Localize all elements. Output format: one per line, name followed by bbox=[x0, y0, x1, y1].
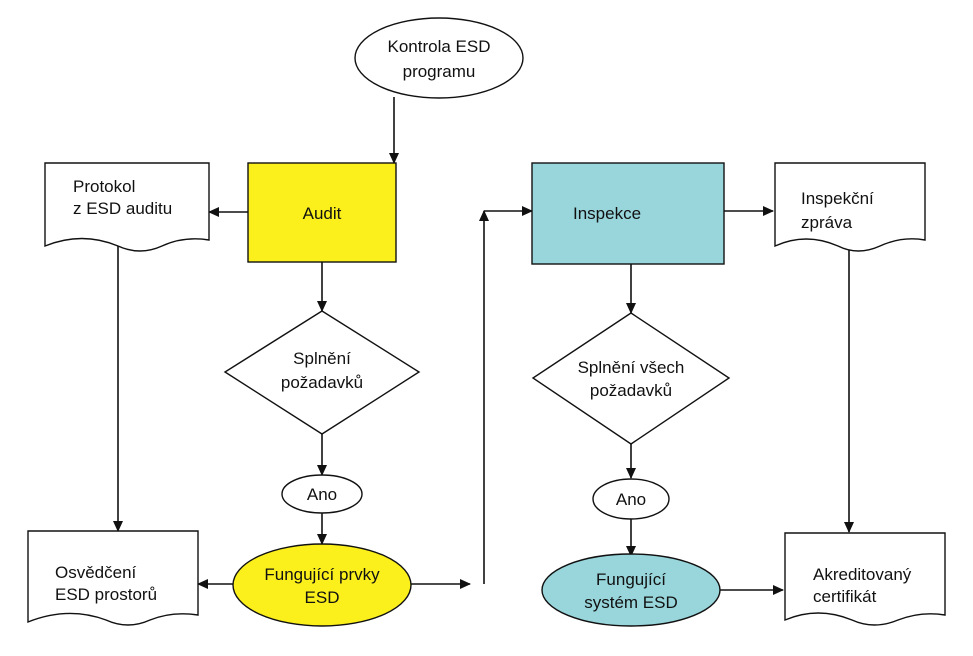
functional-elements-label-line1: Fungující prvky bbox=[264, 565, 380, 584]
functional-elements-ellipse bbox=[232, 543, 412, 627]
inspection-report-label-line1: Inspekční bbox=[801, 189, 874, 208]
inspection-report-document bbox=[774, 162, 926, 252]
audit-node: Audit bbox=[247, 162, 397, 263]
audit-decision-diamond bbox=[223, 310, 421, 435]
accredited-certificate-label-line1: Akreditovaný bbox=[813, 565, 912, 584]
inspection-yes-node: Ano bbox=[592, 478, 670, 520]
audit-yes-ellipse bbox=[281, 474, 363, 514]
inspection-report-node: Inspekční zpráva bbox=[774, 162, 926, 252]
accredited-certificate-node: Akreditovaný certifikát bbox=[784, 532, 946, 626]
start-node: Kontrola ESD programu bbox=[354, 17, 524, 99]
functional-system-ellipse bbox=[541, 553, 721, 627]
functional-system-label-line1: Fungující bbox=[596, 570, 666, 589]
audit-label: Audit bbox=[303, 204, 342, 223]
inspection-decision-node: Splnění všech požadavků bbox=[531, 312, 731, 445]
start-label-line1: Kontrola ESD bbox=[388, 37, 491, 56]
inspection-decision-diamond bbox=[531, 312, 731, 445]
inspection-label: Inspekce bbox=[573, 204, 641, 223]
start-label-line2: programu bbox=[403, 62, 476, 81]
inspection-decision-label-line2: požadavků bbox=[590, 381, 672, 400]
inspection-yes-ellipse bbox=[592, 478, 670, 520]
inspection-report-label-line2: zpráva bbox=[801, 213, 853, 232]
premises-certificate-label-line2: ESD prostorů bbox=[55, 585, 157, 604]
accredited-certificate-document bbox=[784, 532, 946, 626]
audit-decision-node: Splnění požadavků bbox=[223, 310, 421, 435]
start-ellipse bbox=[354, 17, 524, 99]
audit-protocol-label-line2: z ESD auditu bbox=[73, 199, 172, 218]
audit-rectangle bbox=[247, 162, 397, 263]
audit-yes-node: Ano bbox=[281, 474, 363, 514]
premises-certificate-label-line1: Osvědčení bbox=[55, 563, 137, 582]
accredited-certificate-label-line2: certifikát bbox=[813, 587, 877, 606]
premises-certificate-node: Osvědčení ESD prostorů bbox=[27, 530, 199, 626]
inspection-rectangle bbox=[531, 162, 725, 265]
inspection-node: Inspekce bbox=[531, 162, 725, 265]
audit-protocol-label-line1: Protokol bbox=[73, 177, 135, 196]
inspection-decision-label-line1: Splnění všech bbox=[578, 358, 685, 377]
audit-decision-label-line1: Splnění bbox=[293, 349, 351, 368]
audit-decision-label-line2: požadavků bbox=[281, 373, 363, 392]
functional-system-node: Fungující systém ESD bbox=[541, 553, 721, 627]
premises-certificate-document bbox=[27, 530, 199, 626]
functional-system-label-line2: systém ESD bbox=[584, 593, 678, 612]
audit-protocol-node: Protokol z ESD auditu bbox=[44, 162, 210, 252]
edges bbox=[113, 97, 854, 595]
audit-yes-label: Ano bbox=[307, 485, 337, 504]
inspection-yes-label: Ano bbox=[616, 490, 646, 509]
functional-elements-label-line2: ESD bbox=[305, 588, 340, 607]
audit-protocol-document bbox=[44, 162, 210, 252]
functional-elements-node: Fungující prvky ESD bbox=[232, 543, 412, 627]
